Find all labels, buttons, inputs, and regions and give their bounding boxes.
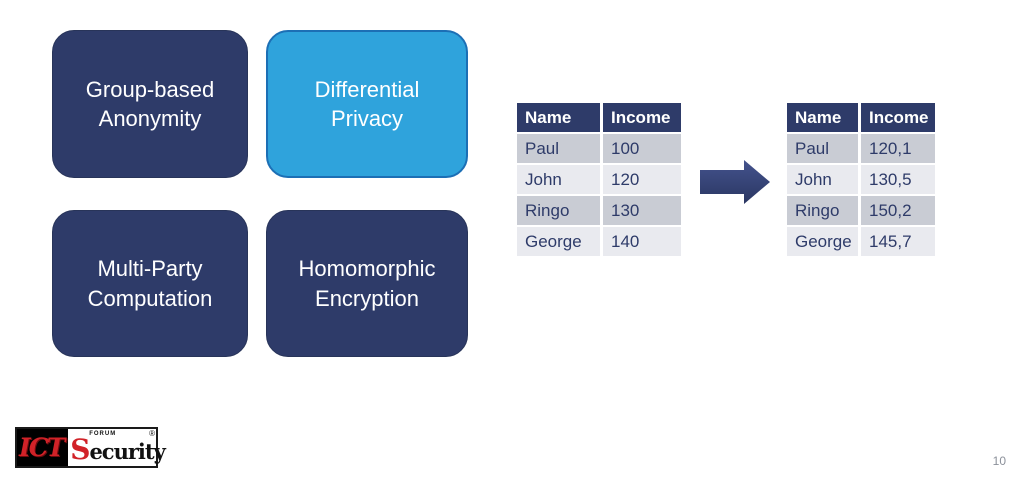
table-cell-name: George — [787, 227, 858, 256]
table-cell-name: John — [787, 165, 858, 194]
transform-arrow-icon — [700, 160, 770, 204]
table-cell-name: Paul — [517, 134, 600, 163]
table-cell-name: John — [517, 165, 600, 194]
concept-box-label: Homomorphic Encryption — [298, 256, 436, 311]
concept-box-label: Multi-Party Computation — [87, 256, 213, 311]
logo-security-text: Security — [70, 433, 166, 466]
column-header-income: Income — [861, 103, 935, 132]
concept-box-differential-privacy: Differential Privacy — [266, 30, 468, 178]
table-cell-name: George — [517, 227, 600, 256]
table-original-data: Name Income Paul 100 John 120 Ringo 130 … — [517, 103, 681, 256]
logo-forum-text: FORUM — [89, 431, 117, 437]
concept-box-group-based-anonymity: Group-based Anonymity — [52, 30, 248, 178]
column-header-name: Name — [517, 103, 600, 132]
table-cell-name: Paul — [787, 134, 858, 163]
concept-box-label: Group-based Anonymity — [85, 76, 215, 131]
logo-ict-text: ICT — [17, 429, 69, 466]
table-cell-income: 130 — [603, 196, 681, 225]
table-cell-income: 120 — [603, 165, 681, 194]
table-cell-income: 145,7 — [861, 227, 935, 256]
column-header-income: Income — [603, 103, 681, 132]
table-cell-name: Ringo — [787, 196, 858, 225]
concept-box-multi-party-computation: Multi-Party Computation — [52, 210, 248, 357]
table-perturbed-data: Name Income Paul 120,1 John 130,5 Ringo … — [787, 103, 935, 256]
table-cell-income: 150,2 — [861, 196, 935, 225]
logo-security-rest: ecurity — [89, 439, 165, 464]
column-header-name: Name — [787, 103, 858, 132]
table-cell-income: 130,5 — [861, 165, 935, 194]
table-cell-income: 100 — [603, 134, 681, 163]
concept-box-homomorphic-encryption: Homomorphic Encryption — [266, 210, 468, 357]
registered-trademark-icon: ® — [149, 429, 155, 438]
page-number: 10 — [992, 454, 1006, 468]
ict-security-forum-logo: ICT FORUM Security ® — [15, 427, 166, 468]
logo-security-initial: S — [70, 433, 90, 466]
table-cell-name: Ringo — [517, 196, 600, 225]
concept-box-label: Differential Privacy — [314, 76, 420, 131]
table-cell-income: 120,1 — [861, 134, 935, 163]
table-cell-income: 140 — [603, 227, 681, 256]
logo-security-block: FORUM Security ® — [68, 429, 166, 466]
